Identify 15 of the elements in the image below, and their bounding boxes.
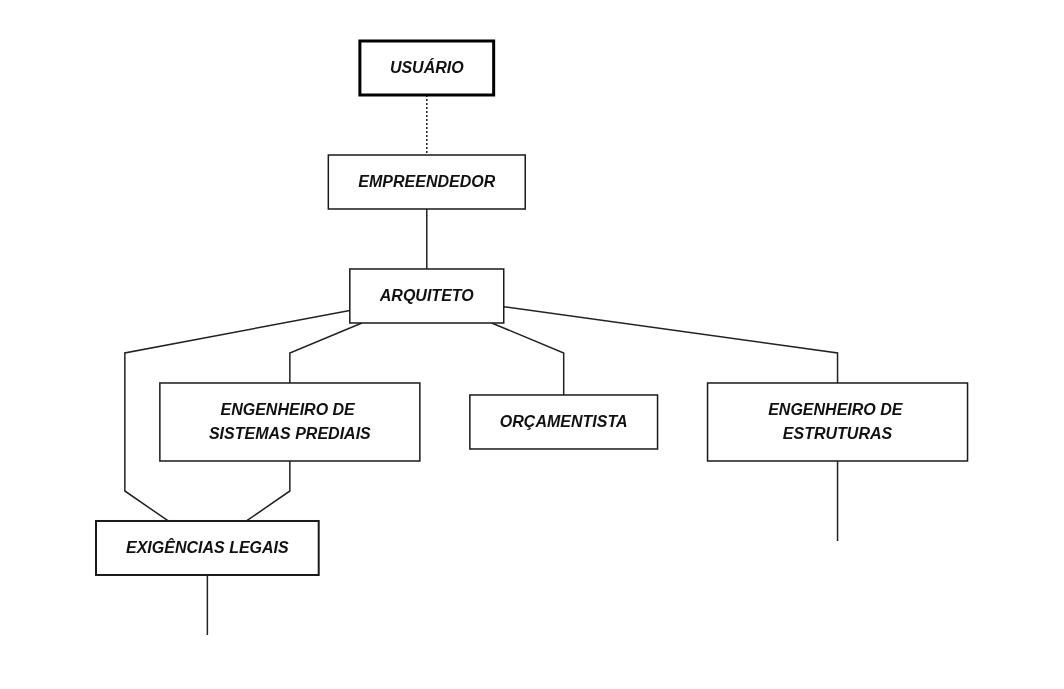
node-box: ORÇAMENTISTA: [469, 393, 659, 450]
connector: [206, 573, 209, 636]
connector: [124, 309, 351, 522]
node-box: EXIGÊNCIAS LEGAIS: [95, 519, 320, 576]
connector: [289, 321, 363, 384]
connector: [491, 321, 565, 396]
connector: [245, 459, 291, 522]
node-box: ARQUITETO: [349, 267, 505, 324]
node-box: EMPREENDEDOR: [327, 153, 527, 210]
node-box: USUÁRIO: [358, 39, 496, 96]
node-box: ENGENHEIRO DE ESTRUTURAS: [707, 381, 969, 462]
connector: [837, 459, 839, 542]
connector: [426, 207, 428, 270]
connector: [503, 305, 839, 384]
node-box: ENGENHEIRO DE SISTEMAS PREDIAIS: [159, 381, 421, 462]
